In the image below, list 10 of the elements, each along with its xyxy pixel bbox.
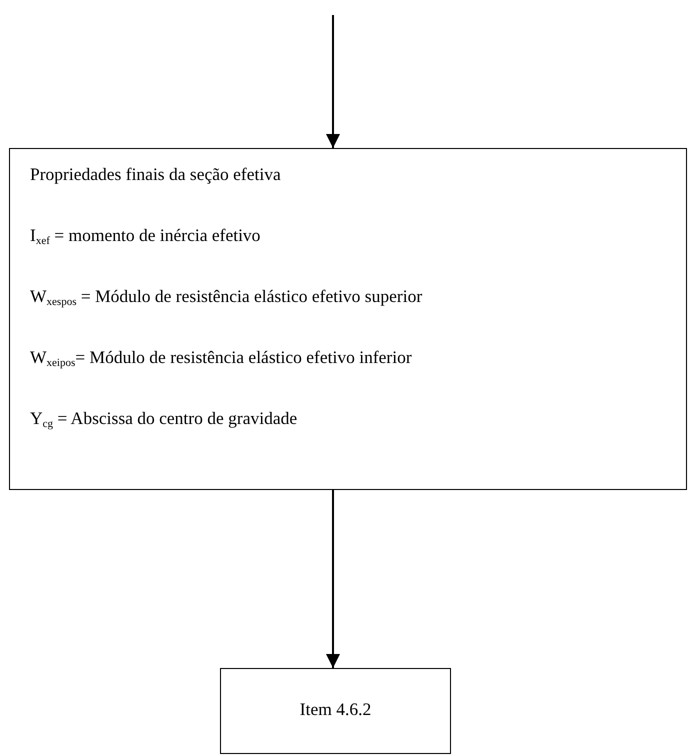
box-text: Item 4.6.2: [298, 699, 372, 720]
box-heading: Propriedades finais da seção efetiva: [30, 164, 281, 185]
box-text: W$_{xespos}$ = Módulo de resistência elástico efetivo superior: [30, 286, 422, 310]
box-text: Y$_{cg}$ = Abscissa do centro de gravidade: [30, 408, 298, 432]
box-text: I$_{xef}$ = momento de inércia efetivo: [30, 225, 260, 248]
process-box: [220, 668, 451, 754]
box-text: W$_{xeipos}$= Módulo de resistência elástico efetivo inferior: [30, 347, 412, 370]
arrow: [326, 490, 340, 668]
arrow: [326, 15, 340, 148]
process-box: [9, 148, 687, 490]
